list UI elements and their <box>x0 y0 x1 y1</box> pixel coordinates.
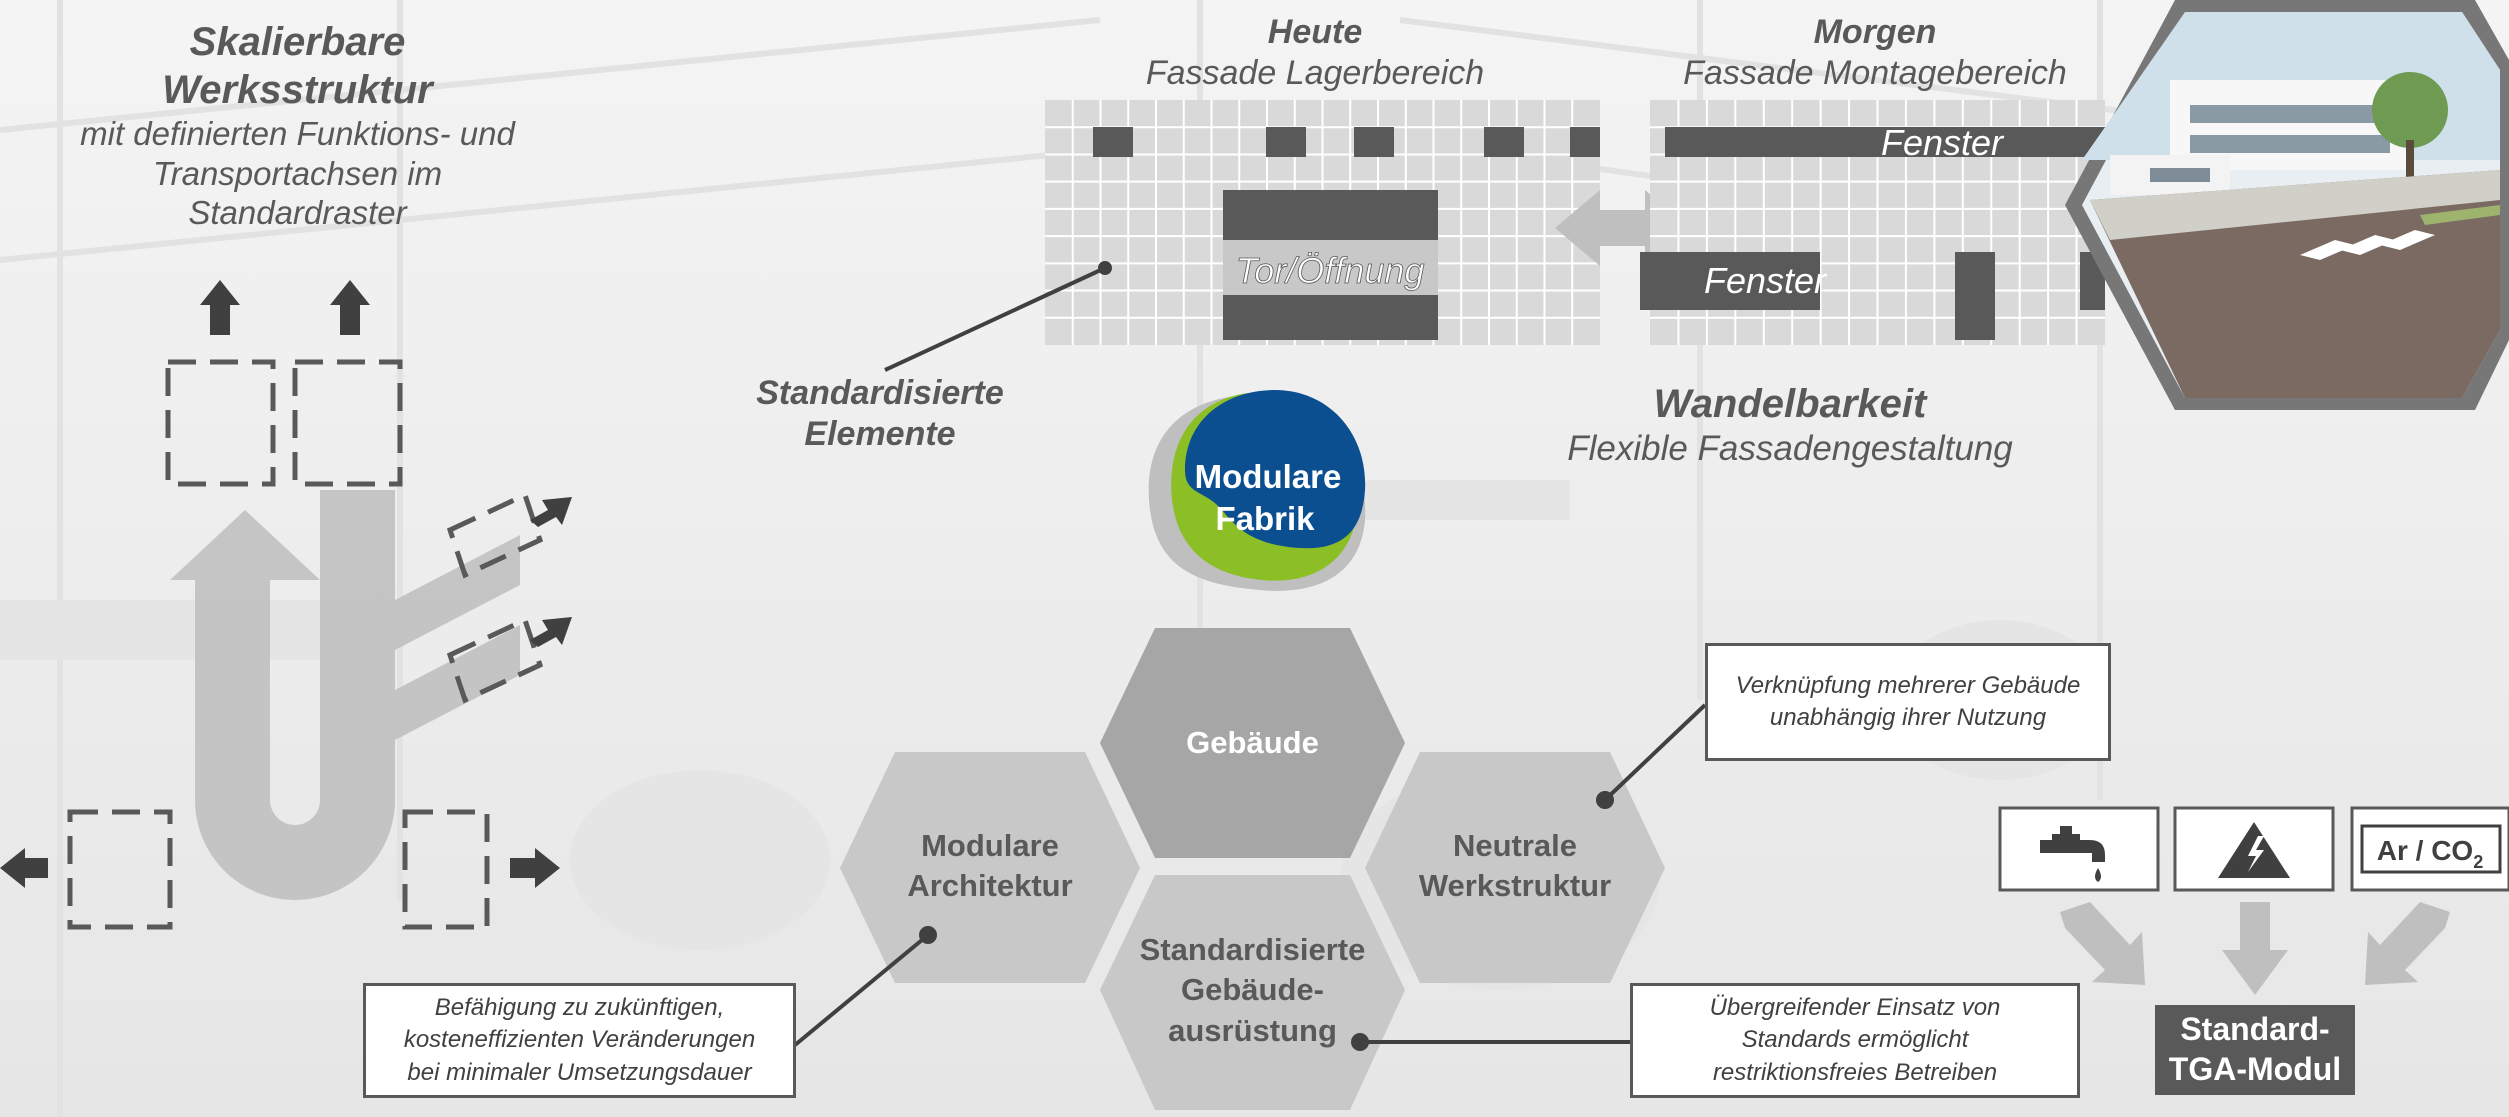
tga-arrow-middle <box>2222 902 2288 995</box>
standard-elements-label: Standardisierte Elemente <box>730 373 1030 455</box>
tga-box-gas <box>2350 806 2509 892</box>
tomorrow-heading: Morgen <box>1813 13 1937 51</box>
callout-enabling-line1: Befähigung zu zukünftigen, <box>434 993 725 1021</box>
adaptability-title: Wandelbarkeit <box>1653 382 1927 426</box>
hex-architecture <box>840 752 1140 983</box>
extend-arrow-up-left <box>200 280 240 335</box>
modular-factory-logo <box>1148 390 1366 591</box>
scalable-structure-graphic <box>0 280 572 930</box>
tga-module-line1: Standard- <box>2180 1011 2329 1047</box>
callout-enabling-line2: kosteneffizienten Veränderungen <box>403 1026 756 1054</box>
window-label-bottom: Fenster <box>1704 260 1828 301</box>
adaptability-subtitle: Flexible Fassadengestaltung <box>1567 429 2013 468</box>
scalable-sub-line1: mit definierten Funktions- und <box>80 115 515 152</box>
hex-building-label: Gebäude <box>1100 723 1405 763</box>
electricity-icon <box>2218 822 2290 878</box>
hex-building <box>1100 628 1405 858</box>
hex-equipment-line1: Standardisierte <box>1139 932 1366 967</box>
gas-label: Ar / CO2 <box>2377 835 2483 872</box>
leader-enabling <box>793 933 930 1047</box>
hex-structure-line1: Neutrale <box>1452 828 1578 863</box>
tga-arrow-left <box>2060 902 2145 985</box>
scalable-sub-line3: Standardraster <box>188 194 407 232</box>
hex-structure <box>1365 752 1665 983</box>
facade-tomorrow-heading: Morgen Fassade Montagebereich <box>1640 12 2110 94</box>
hex-structure-label: Neutrale Werkstruktur <box>1365 826 1665 907</box>
water-tap-icon <box>2040 826 2105 882</box>
callout-standards-line1: Übergreifender Einsatz von <box>1709 993 2001 1021</box>
callout-linking: Verknüpfung mehrerer Gebäude unabhängig … <box>1705 643 2111 761</box>
hex-architecture-label: Modulare Architektur <box>840 826 1140 907</box>
callout-enabling-line3: bei minimaler Umsetzungsdauer <box>407 1058 752 1086</box>
callout-enabling: Befähigung zu zukünftigen, kosteneffizie… <box>363 983 796 1098</box>
u-flow-arrow <box>170 490 395 900</box>
module-box-bottom-right <box>402 809 490 930</box>
tga-icons <box>1998 806 2509 1095</box>
hexagon-cluster <box>840 628 1665 1110</box>
window-band-top <box>1665 127 2105 157</box>
facade-today-panel <box>884 100 1600 372</box>
hex-equipment-label: Standardisierte Gebäude- ausrüstung <box>1100 930 1405 1051</box>
facade-today-heading: Heute Fassade Lagerbereich <box>1080 12 1550 94</box>
hex-building-line1: Gebäude <box>1186 725 1319 760</box>
tga-module-box <box>2155 1005 2355 1095</box>
callout-linking-line2: unabhängig ihrer Nutzung <box>1769 704 2047 731</box>
adaptability-label: Wandelbarkeit Flexible Fassadengestaltun… <box>1480 380 2100 470</box>
hex-equipment <box>1100 875 1405 1110</box>
building-photo-hexagon <box>2065 0 2509 410</box>
logo-text-line2: Fabrik <box>1215 500 1315 537</box>
hex-equipment-line3: ausrüstung <box>1168 1012 1337 1048</box>
scalable-structure-title: Skalierbare Werksstruktur mit definierte… <box>0 18 595 233</box>
module-box-top-left <box>165 359 276 487</box>
module-box-branch-lower <box>446 616 544 704</box>
tga-module-line2: TGA-Modul <box>2169 1051 2341 1087</box>
hex-structure-line2: Werkstruktur <box>1418 868 1612 904</box>
standard-element-leader <box>884 266 1106 372</box>
scalable-title-line1: Skalierbare <box>189 20 406 64</box>
standard-elements-line1: Standardisierte <box>756 374 1004 412</box>
tga-arrow-right <box>2365 902 2450 985</box>
callout-linking-line1: Verknüpfung mehrerer Gebäude <box>1735 671 2081 699</box>
module-box-bottom-left <box>67 809 173 930</box>
extend-arrow-left <box>0 848 48 888</box>
extend-arrow-up-right <box>330 280 370 335</box>
facade-tomorrow-panel <box>1640 100 2105 345</box>
gas-icon <box>2360 824 2502 874</box>
module-box-branch-upper <box>446 491 544 579</box>
today-heading: Heute <box>1267 13 1363 51</box>
hex-equipment-line2: Gebäude- <box>1181 972 1324 1008</box>
extend-arrow-diag-lower <box>530 617 572 647</box>
hex-architecture-line2: Architektur <box>907 868 1073 904</box>
tomorrow-subheading: Fassade Montagebereich <box>1683 53 2067 92</box>
hex-architecture-line1: Modulare <box>921 828 1059 863</box>
callout-standards-line2: Standards ermöglicht <box>1741 1026 1969 1054</box>
standard-elements-line2: Elemente <box>804 414 956 453</box>
gate-label: Tor/Öffnung <box>1236 250 1425 291</box>
extend-arrow-right <box>510 848 560 888</box>
scalable-title-line2: Werksstruktur <box>162 68 433 112</box>
window-band-bottom <box>1640 252 1820 310</box>
module-box-top-right <box>292 359 403 487</box>
window-label-top: Fenster <box>1881 122 2005 163</box>
leader-linking <box>1603 703 1707 802</box>
scalable-sub-line2: Transportachsen im <box>152 154 443 192</box>
extend-arrow-diag-upper <box>530 497 572 527</box>
logo-text-line1: Modulare <box>1195 458 1342 495</box>
callout-standards-line3: restriktionsfreies Betreiben <box>1712 1058 1998 1086</box>
callout-standards: Übergreifender Einsatz von Standards erm… <box>1630 983 2080 1098</box>
today-subheading: Fassade Lagerbereich <box>1145 53 1485 92</box>
